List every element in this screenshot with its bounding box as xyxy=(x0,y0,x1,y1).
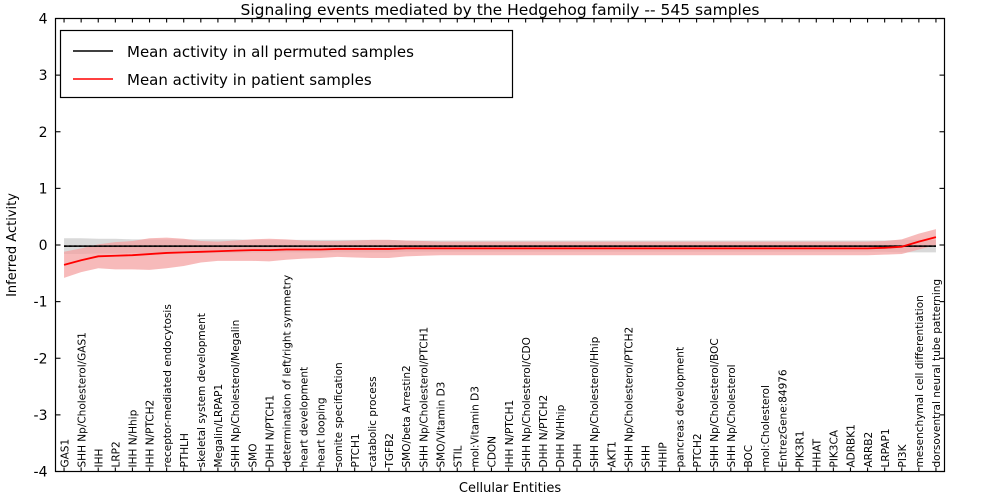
x-tick-label: SHH Np/Cholesterol/GAS1 xyxy=(76,332,88,467)
x-tick-label: skeletal system development xyxy=(196,313,208,467)
y-tick-label: -1 xyxy=(34,295,48,311)
y-axis-ticks: 4 3 2 1 0 -1 -2 -3 -4 xyxy=(34,12,945,481)
x-tick-label: determination of left/right symmetry xyxy=(282,275,294,468)
legend-background xyxy=(59,29,514,99)
x-tick-label: PTCH1 xyxy=(350,433,362,467)
x-tick-label: LRPAP1 xyxy=(880,428,892,467)
x-tick-label: PI3K xyxy=(897,443,909,467)
y-axis-label: Inferred Activity xyxy=(5,193,20,297)
x-tick-label: IHH N/PTCH1 xyxy=(504,400,516,468)
x-tick-label: DHH N/PTCH2 xyxy=(538,395,550,468)
x-tick-label: PIK3CA xyxy=(829,429,841,467)
x-tick-label: mol:Vitamin D3 xyxy=(470,386,482,467)
x-tick-label: somite specification xyxy=(333,362,345,467)
y-tick-label: -4 xyxy=(34,465,48,481)
x-tick-label: DHH N/PTCH1 xyxy=(264,395,276,468)
x-tick-label: SMO xyxy=(247,444,259,468)
x-tick-label: PTCH2 xyxy=(692,433,704,467)
x-tick-label: mol:Cholesterol xyxy=(760,385,772,467)
x-tick-label: GAS1 xyxy=(59,439,71,468)
x-tick-label: EntrezGene:84976 xyxy=(777,369,789,467)
y-tick-label: 1 xyxy=(39,181,48,197)
x-tick-label: LRP2 xyxy=(111,441,123,467)
x-tick-label: dorsoventral neural tube patterning xyxy=(931,279,943,468)
x-tick-label: SHH Np/Cholesterol/Megalin xyxy=(230,320,242,468)
x-tick-label: DHH N/Hhip xyxy=(555,404,567,467)
x-tick-label: IHH xyxy=(93,449,105,468)
x-tick-label: SHH Np/Cholesterol/PTCH1 xyxy=(418,327,430,468)
x-axis-ticks xyxy=(63,18,937,472)
x-axis-label: Cellular Entities xyxy=(459,481,561,496)
x-tick-label: STIL xyxy=(452,445,464,467)
x-tick-label: IHH N/Hhip xyxy=(128,409,140,467)
x-tick-label: SMO/Vitamin D3 xyxy=(435,382,447,468)
chart-title: Signaling events mediated by the Hedgeho… xyxy=(241,1,760,19)
x-tick-label: TGFB2 xyxy=(384,433,396,468)
x-tick-label: SHH xyxy=(641,445,653,467)
x-tick-label: CDON xyxy=(487,436,499,468)
x-tick-label: BOC xyxy=(743,445,755,468)
y-tick-label: 2 xyxy=(39,125,48,141)
y-tick-label: 4 xyxy=(39,12,48,28)
y-tick-label: 3 xyxy=(39,68,48,84)
x-tick-label: catabolic process xyxy=(367,376,379,467)
x-tick-label: Megalin/LRPAP1 xyxy=(213,384,225,468)
x-tick-label: ARRB2 xyxy=(863,432,875,468)
x-tick-label: SHH Np/Cholesterol/CDO xyxy=(521,337,533,467)
x-tick-label: heart looping xyxy=(316,397,328,467)
x-tick-label: heart development xyxy=(299,367,311,468)
x-tick-label: PTHLH xyxy=(179,433,191,467)
plot-series-group xyxy=(63,229,937,278)
x-tick-label: mesenchymal cell differentiation xyxy=(914,295,926,467)
x-tick-label: SMO/beta Arrestin2 xyxy=(401,365,413,467)
x-tick-label: SHH Np/Cholesterol xyxy=(726,364,738,467)
x-tick-label: pancreas development xyxy=(675,347,687,468)
patient-confidence-band xyxy=(64,229,936,278)
x-tick-label: IHH N/PTCH2 xyxy=(145,400,157,468)
y-tick-label: -3 xyxy=(34,408,48,424)
x-tick-label: ADRBK1 xyxy=(846,424,858,467)
x-tick-label: HHAT xyxy=(811,438,823,467)
x-tick-label: DHH xyxy=(572,444,584,468)
y-tick-label: -2 xyxy=(34,351,48,367)
x-tick-label: PIK3R1 xyxy=(794,431,806,468)
x-tick-label: SHH Np/Cholesterol/Hhip xyxy=(589,336,601,467)
legend-label-permuted: Mean activity in all permuted samples xyxy=(127,43,414,61)
chart-legend[interactable]: Mean activity in all permuted samples Me… xyxy=(59,29,514,99)
x-tick-label: AKT1 xyxy=(606,441,618,467)
x-tick-label: SHH Np/Cholesterol/PTCH2 xyxy=(623,327,635,468)
x-tick-label: HHIP xyxy=(658,442,670,467)
y-tick-label: 0 xyxy=(39,238,48,254)
x-tick-label: receptor-mediated endocytosis xyxy=(162,304,174,467)
patient-mean-line xyxy=(63,236,937,266)
legend-label-patient: Mean activity in patient samples xyxy=(127,71,372,89)
x-tick-label: SHH Np/Cholesterol/BOC xyxy=(709,338,721,467)
